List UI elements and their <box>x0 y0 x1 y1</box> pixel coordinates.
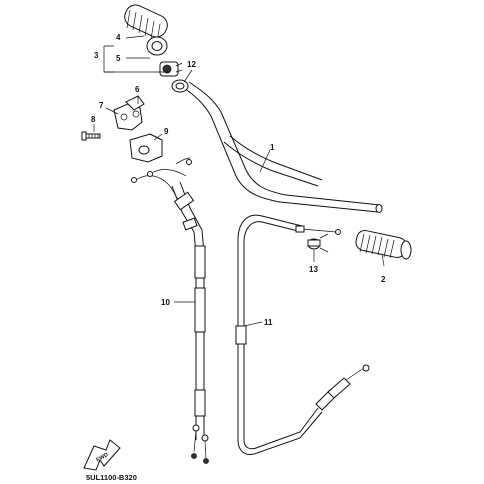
cable-housing <box>129 133 163 163</box>
label-part-3: 3 <box>94 51 99 60</box>
label-part-7: 7 <box>99 101 104 110</box>
label-part-11: 11 <box>264 318 273 327</box>
label-part-1: 1 <box>270 143 275 152</box>
label-part-12: 12 <box>187 60 196 69</box>
bolt <box>81 131 101 141</box>
throttle-grip <box>124 4 168 56</box>
label-part-4: 4 <box>116 33 121 42</box>
throttle-cable <box>131 157 209 464</box>
fwd-arrow-icon: FWD <box>83 439 121 471</box>
holder-clamp <box>113 95 145 131</box>
label-part-13: 13 <box>309 265 318 274</box>
fwd-text: FWD <box>96 452 110 463</box>
label-part-8: 8 <box>91 115 96 124</box>
collar <box>171 79 189 93</box>
label-part-9: 9 <box>164 127 169 136</box>
throttle-housing <box>159 61 183 77</box>
cable-adjuster <box>307 233 329 253</box>
label-part-2: 2 <box>381 275 386 284</box>
leader-lines <box>93 35 385 327</box>
label-part-6: 6 <box>135 85 140 94</box>
label-part-10: 10 <box>161 298 170 307</box>
clutch-cable <box>235 214 370 455</box>
left-grip <box>355 230 412 260</box>
diagram-code: 5UL1100-B320 <box>86 473 137 482</box>
part-numbers: 1 2 3 4 5 6 7 8 9 10 11 12 13 <box>91 33 386 327</box>
label-part-5: 5 <box>116 54 121 63</box>
handlebar <box>180 81 383 213</box>
